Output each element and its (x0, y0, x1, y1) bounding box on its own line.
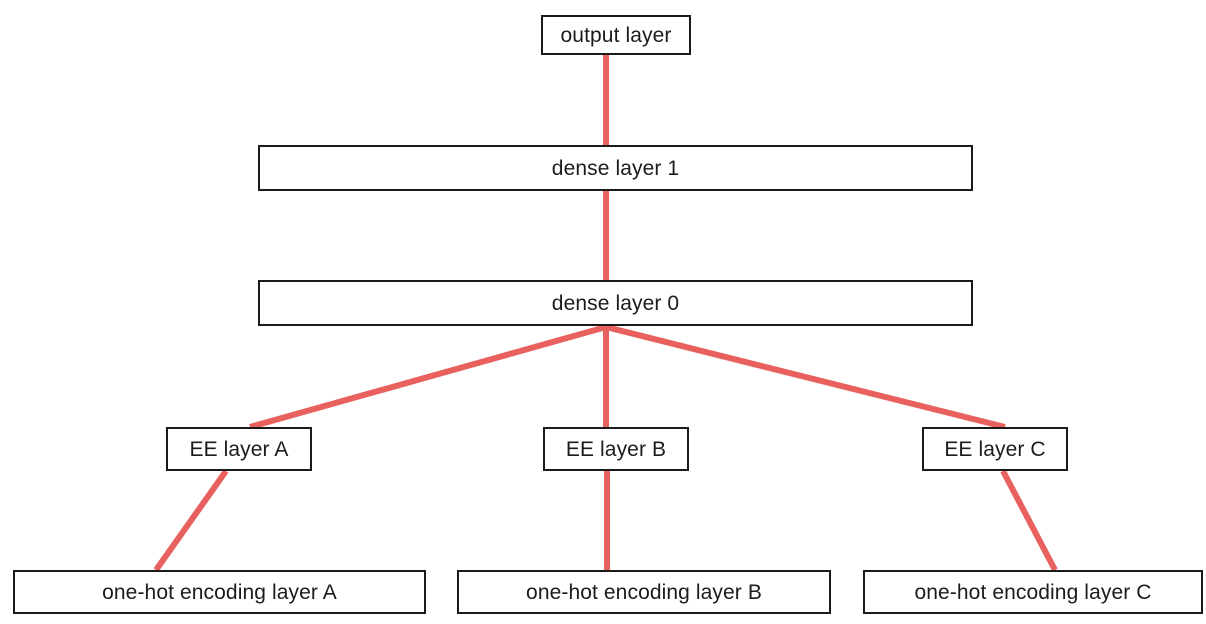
node-label-one-hot-encoding-layer-c: one-hot encoding layer C (914, 580, 1152, 604)
node-label-ee-layer-a: EE layer A (189, 437, 289, 461)
node-dense-layer-1[interactable]: dense layer 1 (258, 145, 973, 191)
node-ee-layer-b[interactable]: EE layer B (543, 427, 689, 471)
node-label-ee-layer-c: EE layer C (944, 437, 1046, 461)
node-output-layer[interactable]: output layer (541, 15, 691, 55)
node-ee-layer-c[interactable]: EE layer C (922, 427, 1068, 471)
node-label-one-hot-encoding-layer-a: one-hot encoding layer A (102, 580, 337, 604)
node-ee-layer-a[interactable]: EE layer A (166, 427, 312, 471)
node-one-hot-encoding-layer-c[interactable]: one-hot encoding layer C (863, 570, 1203, 614)
node-one-hot-encoding-layer-b[interactable]: one-hot encoding layer B (457, 570, 831, 614)
node-label-dense-layer-0: dense layer 0 (551, 291, 680, 315)
node-label-dense-layer-1: dense layer 1 (551, 156, 680, 180)
edge-ohc-to-eec (1000, 469, 1058, 572)
edge-eec-to-dense0 (605, 324, 1006, 430)
node-label-output-layer: output layer (560, 23, 672, 47)
node-label-one-hot-encoding-layer-b: one-hot encoding layer B (526, 580, 762, 604)
edge-eea-to-dense0 (249, 324, 607, 430)
edge-oha-to-eea (153, 469, 229, 572)
node-dense-layer-0[interactable]: dense layer 0 (258, 280, 973, 326)
node-one-hot-encoding-layer-a[interactable]: one-hot encoding layer A (13, 570, 426, 614)
node-label-ee-layer-b: EE layer B (565, 437, 667, 461)
